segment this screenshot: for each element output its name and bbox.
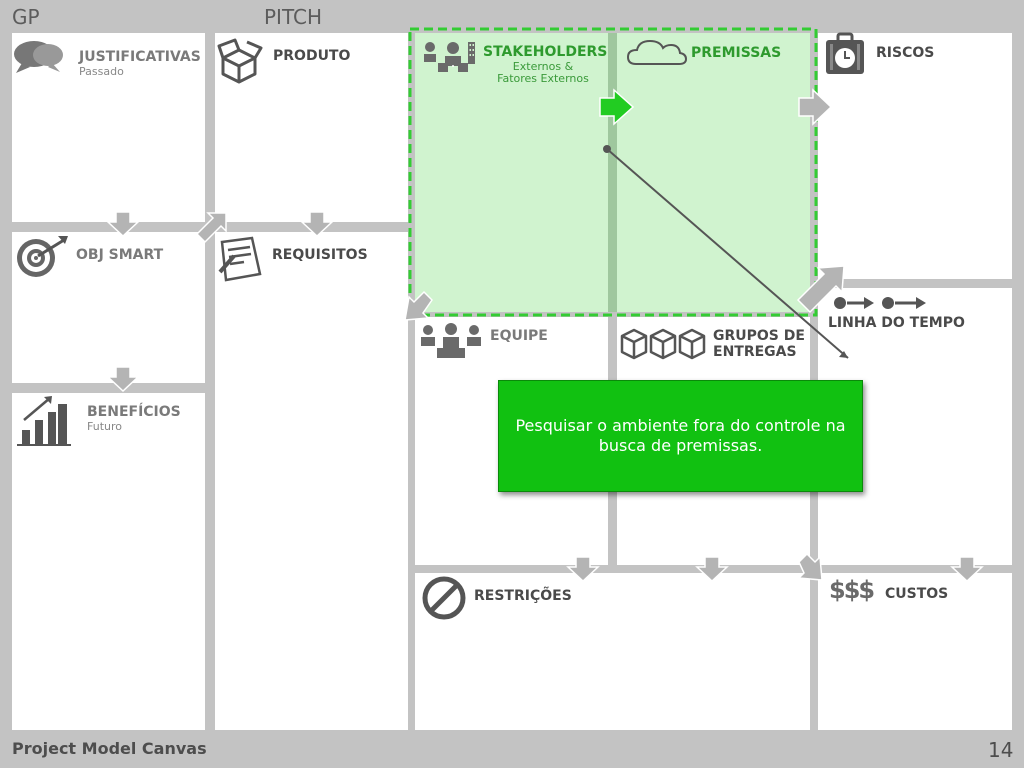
cell-premissas xyxy=(617,33,810,312)
grupos-label-1: GRUPOS DE xyxy=(713,328,805,344)
cell-requisitos xyxy=(215,232,408,730)
obj-smart-label: OBJ SMART xyxy=(76,247,164,263)
beneficios-sublabel: Futuro xyxy=(87,420,122,433)
arrow-down xyxy=(950,556,984,583)
speech-bubbles-icon xyxy=(14,41,63,73)
cloud-icon xyxy=(626,39,688,65)
arrow-diagonal xyxy=(404,290,433,321)
arrow-diagonal xyxy=(796,265,845,314)
cell-custos xyxy=(818,573,1012,730)
page-number: 14 xyxy=(988,738,1014,762)
cell-beneficios xyxy=(12,393,205,730)
document-pen-icon xyxy=(218,236,262,282)
arrow-down xyxy=(106,211,140,238)
arrow-right-green xyxy=(599,88,635,126)
highlight-border xyxy=(408,27,818,317)
target-icon xyxy=(17,236,68,277)
connector-line xyxy=(606,148,849,359)
justificativas-label: JUSTIFICATIVAS xyxy=(79,49,201,65)
callout-text: Pesquisar o ambiente fora do controle na… xyxy=(515,416,846,455)
arrow-down xyxy=(300,211,334,238)
stakeholders-sublabel-1: Externos & xyxy=(512,60,574,73)
boxes-icon xyxy=(620,328,706,360)
produto-label: PRODUTO xyxy=(273,48,351,64)
header-gp: GP xyxy=(12,5,40,29)
cell-restricoes xyxy=(415,573,810,730)
requisitos-label: REQUISITOS xyxy=(272,247,368,263)
grupos-label-2: ENTREGAS xyxy=(713,344,797,360)
box-icon xyxy=(217,38,263,84)
equipe-label: EQUIPE xyxy=(490,328,548,344)
custos-label: CUSTOS xyxy=(885,586,949,602)
riscos-label: RISCOS xyxy=(876,45,935,61)
growth-chart-icon xyxy=(17,396,71,446)
briefcase-clock-icon xyxy=(826,32,864,74)
cell-produto xyxy=(215,33,408,222)
dollar-icon: $$$ xyxy=(829,576,875,604)
arrow-diagonal xyxy=(797,552,823,581)
stakeholders-label: STAKEHOLDERS xyxy=(483,44,608,60)
timeline-icon xyxy=(834,297,926,309)
restricoes-label: RESTRIÇÕES xyxy=(474,588,572,604)
team-icon xyxy=(421,323,481,358)
arrow-diagonal xyxy=(195,212,227,244)
arrow-down xyxy=(106,366,140,393)
footer-title: Project Model Canvas xyxy=(12,739,207,758)
linha-tempo-label: LINHA DO TEMPO xyxy=(828,315,965,331)
arrow-down xyxy=(566,556,600,583)
people-buildings-icon xyxy=(424,42,475,72)
cell-stakeholders xyxy=(415,33,608,312)
prohibited-icon xyxy=(422,576,466,620)
connector-arrowhead xyxy=(839,351,848,358)
stakeholders-sublabel-2: Fatores Externos xyxy=(497,72,589,85)
arrow-down xyxy=(695,556,729,583)
beneficios-label: BENEFÍCIOS xyxy=(87,404,181,420)
callout-box: Pesquisar o ambiente fora do controle na… xyxy=(498,380,863,492)
justificativas-sublabel: Passado xyxy=(79,65,124,78)
premissas-label: PREMISSAS xyxy=(691,45,782,61)
header-pitch: PITCH xyxy=(264,5,323,29)
arrow-right xyxy=(798,88,833,126)
connector-dot xyxy=(603,145,611,153)
